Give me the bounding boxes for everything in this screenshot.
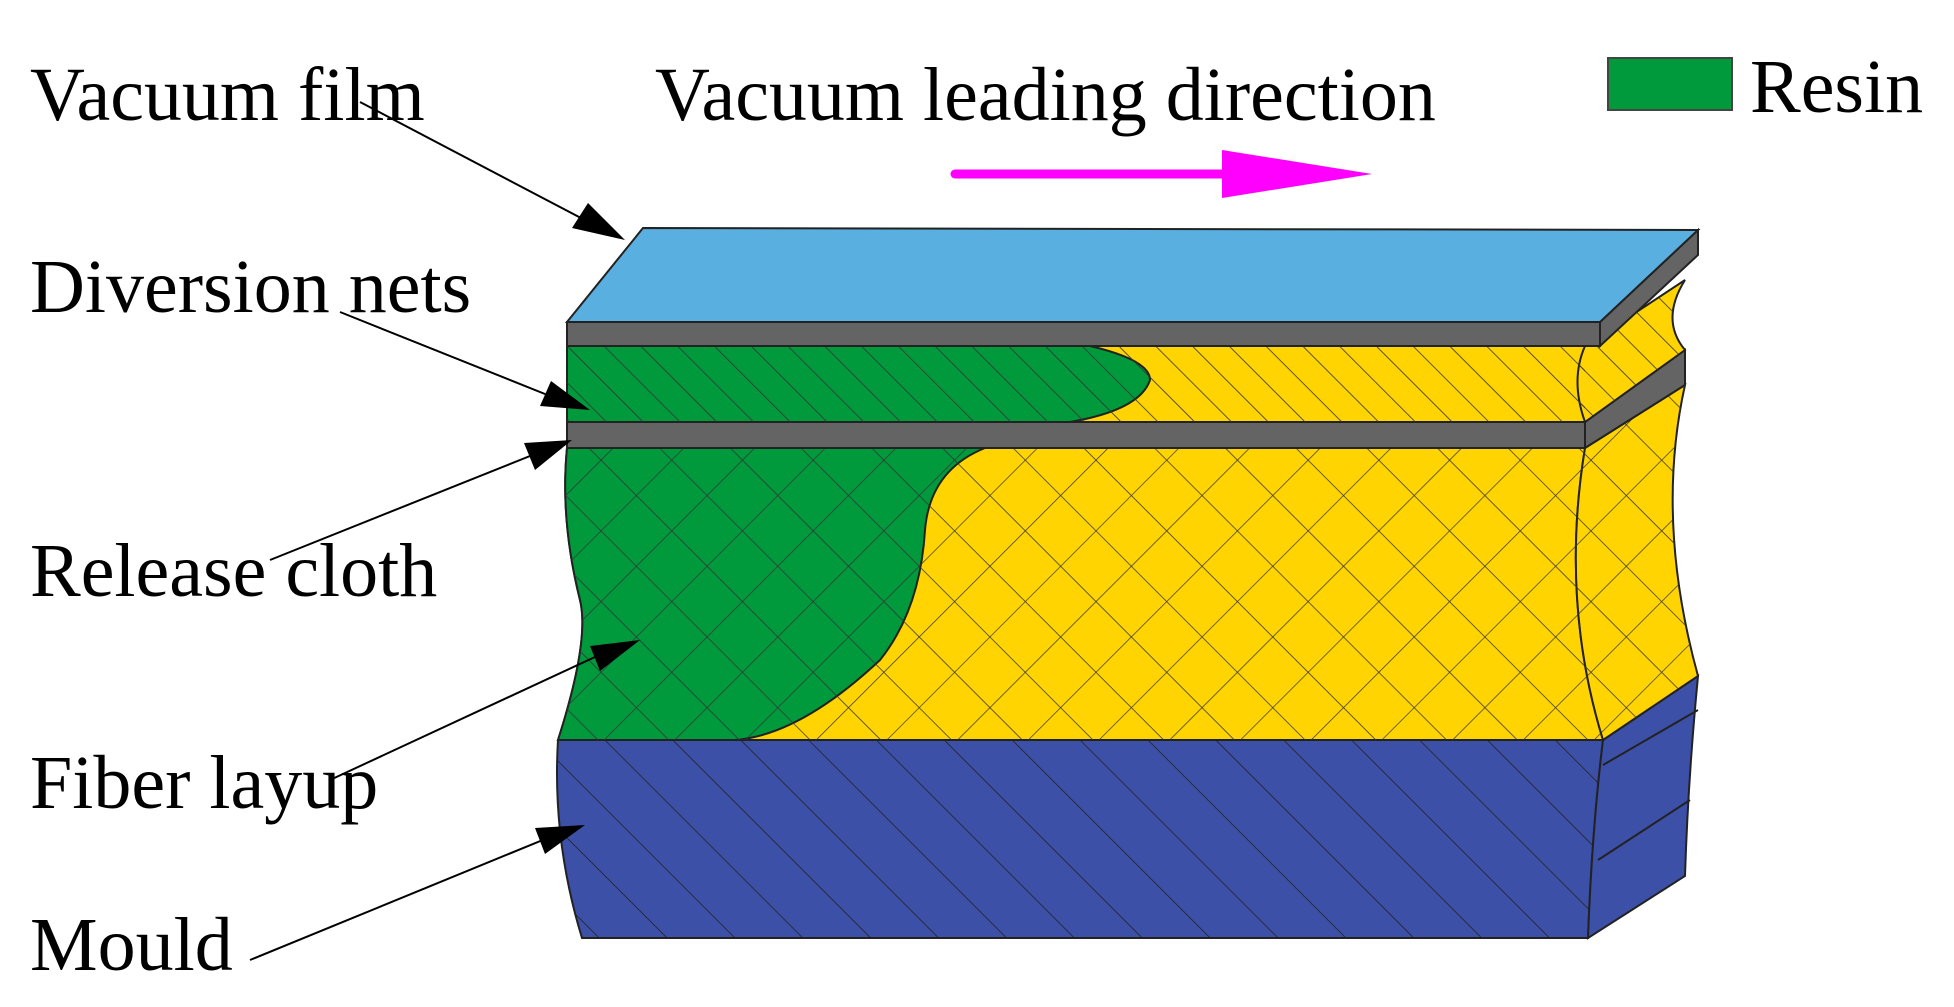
release-cloth-layer <box>566 421 1586 449</box>
label-fiber-layup: Fiber layup <box>30 741 378 825</box>
vacuum-film-layer <box>564 226 1701 323</box>
leader-fiber-layup <box>329 640 640 781</box>
fiber-crosshatch <box>558 448 1603 740</box>
fiber-side-crosshatch <box>1575 385 1698 740</box>
separator-upper <box>566 321 1601 347</box>
label-diversion-nets: Diversion nets <box>30 245 471 329</box>
leader-mould <box>249 825 585 961</box>
legend-resin-label: Resin <box>1750 45 1923 129</box>
label-release-cloth: Release cloth <box>30 529 437 613</box>
vacuum-direction-arrow <box>950 150 1372 198</box>
leader-release-cloth <box>269 440 572 561</box>
leader-diversion-nets <box>339 311 590 410</box>
diversion-net-side-hatch <box>1577 280 1685 422</box>
legend-resin-swatch <box>1607 57 1733 111</box>
direction-label: Vacuum leading direction <box>655 53 1436 137</box>
diversion-net-hatch <box>567 346 1585 422</box>
label-mould: Mould <box>30 903 233 987</box>
label-vacuum-film: Vacuum film <box>30 53 425 137</box>
mould-side <box>1586 673 1700 940</box>
mould-hatch <box>557 740 1603 938</box>
leader-vacuum-film <box>359 101 625 240</box>
